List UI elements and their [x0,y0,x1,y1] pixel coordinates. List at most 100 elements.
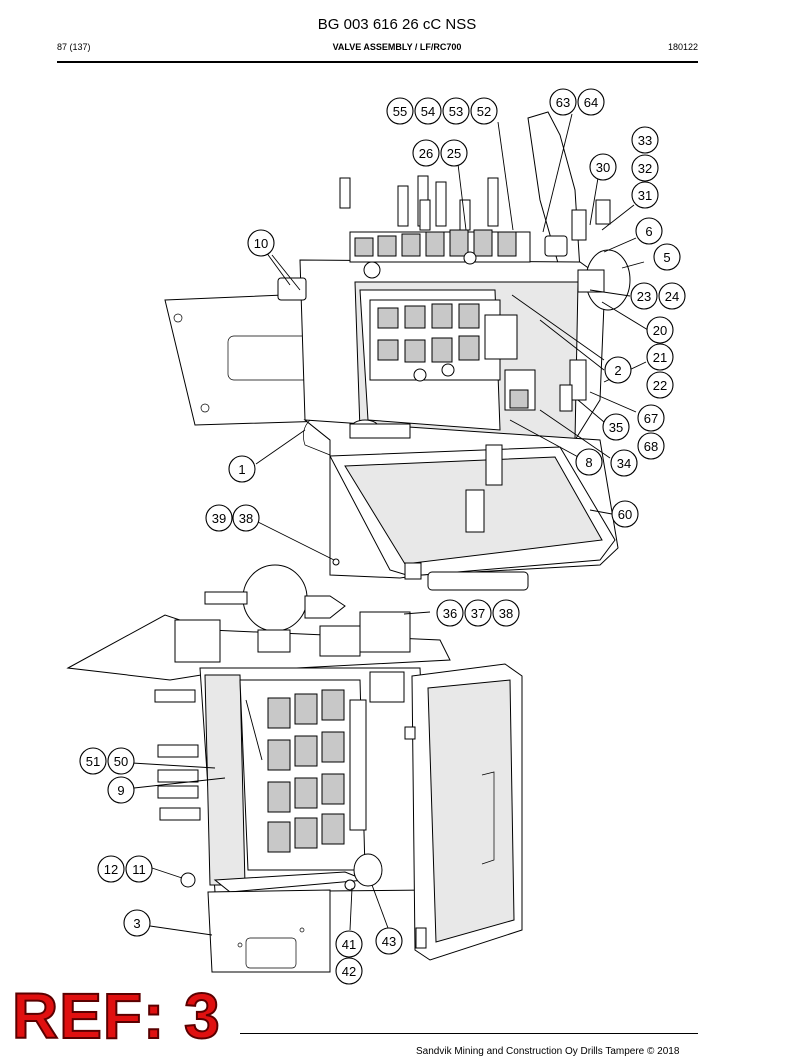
callout-circle [492,599,520,627]
callout-label: 43 [382,934,396,949]
callout-label: 35 [609,420,623,435]
document-number: BG 003 616 26 cC NSS [317,16,477,33]
callout-c31: 31 [631,181,659,209]
callout-label: 51 [86,754,100,769]
callout-label: 23 [637,289,651,304]
callout-circle [247,229,275,257]
callout-c33: 33 [631,126,659,154]
page-title: VALVE ASSEMBLY / LF/RC700 [332,42,462,52]
callout-c38a: 38 [232,504,260,532]
callout-c2: 2 [604,356,632,384]
upper-valve-assembly [164,111,631,591]
callout-circle [658,282,686,310]
footer-copyright: Sandvik Mining and Construction Oy Drill… [416,1046,680,1057]
callout-c8: 8 [575,448,603,476]
callout-c43: 43 [375,927,403,955]
callout-label: 12 [104,862,118,877]
callout-circle [630,282,658,310]
callout-circle [440,139,468,167]
callout-c35: 35 [602,413,630,441]
callout-label: 8 [585,455,592,470]
callout-label: 1 [238,462,245,477]
callout-label: 50 [114,754,128,769]
callout-label: 32 [638,161,652,176]
callout-label: 25 [447,146,461,161]
callout-circle [97,855,125,883]
callout-circle [442,97,470,125]
callout-c22: 22 [646,371,674,399]
callout-c26: 26 [412,139,440,167]
callout-label: 9 [117,783,124,798]
footer-rule [240,1033,698,1034]
callout-label: 41 [342,937,356,952]
callout-label: 22 [653,378,667,393]
callout-circle [335,930,363,958]
callout-circle [637,432,665,460]
callout-circle [631,154,659,182]
callout-circle [646,316,674,344]
callout-circle [602,413,630,441]
callout-circle [549,88,577,116]
callout-label: 3 [133,916,140,931]
callout-c39: 39 [205,504,233,532]
callout-circle [577,88,605,116]
callout-circle [646,371,674,399]
callout-c5: 5 [653,243,681,271]
callout-circle [635,217,663,245]
page-number: 87 (137) [57,42,91,52]
callout-c51: 51 [79,747,107,775]
callout-label: 55 [393,104,407,119]
callout-circle [386,97,414,125]
callout-label: 34 [617,456,631,471]
callout-circle [79,747,107,775]
callout-c11: 11 [125,855,153,883]
callout-circle [464,599,492,627]
callout-c20: 20 [646,316,674,344]
callout-c42: 42 [335,957,363,985]
callout-label: 20 [653,323,667,338]
callout-circle [436,599,464,627]
callout-c25: 25 [440,139,468,167]
callout-c60: 60 [611,500,639,528]
callout-label: 53 [449,104,463,119]
callout-circle [611,500,639,528]
callout-circle [653,243,681,271]
callout-circle [631,181,659,209]
callout-circle [205,504,233,532]
callout-c6: 6 [635,217,663,245]
callout-circle [637,404,665,432]
callout-c64: 64 [577,88,605,116]
callout-circle [589,153,617,181]
callout-circle [646,343,674,371]
callout-circle [228,455,256,483]
callout-label: 38 [499,606,513,621]
callout-c41: 41 [335,930,363,958]
callout-circle [412,139,440,167]
lower-valve-assembly [66,564,523,973]
callout-c68: 68 [637,432,665,460]
callout-c32: 32 [631,154,659,182]
callout-label: 52 [477,104,491,119]
callout-circle [470,97,498,125]
callout-circle [107,747,135,775]
callout-circle [414,97,442,125]
callout-c37: 37 [464,599,492,627]
callout-label: 24 [665,289,679,304]
callout-c9: 9 [107,776,135,804]
callout-label: 11 [132,862,146,877]
callout-circle [575,448,603,476]
callout-circle [604,356,632,384]
callout-label: 30 [596,160,610,175]
callout-c63: 63 [549,88,577,116]
callout-c53: 53 [442,97,470,125]
callout-label: 38 [239,511,253,526]
callout-label: 54 [421,104,435,119]
callout-circle [335,957,363,985]
callout-c21: 21 [646,343,674,371]
callout-c54: 54 [414,97,442,125]
callout-c34: 34 [610,449,638,477]
callout-label: 37 [471,606,485,621]
callout-circle [610,449,638,477]
callout-circle [232,504,260,532]
